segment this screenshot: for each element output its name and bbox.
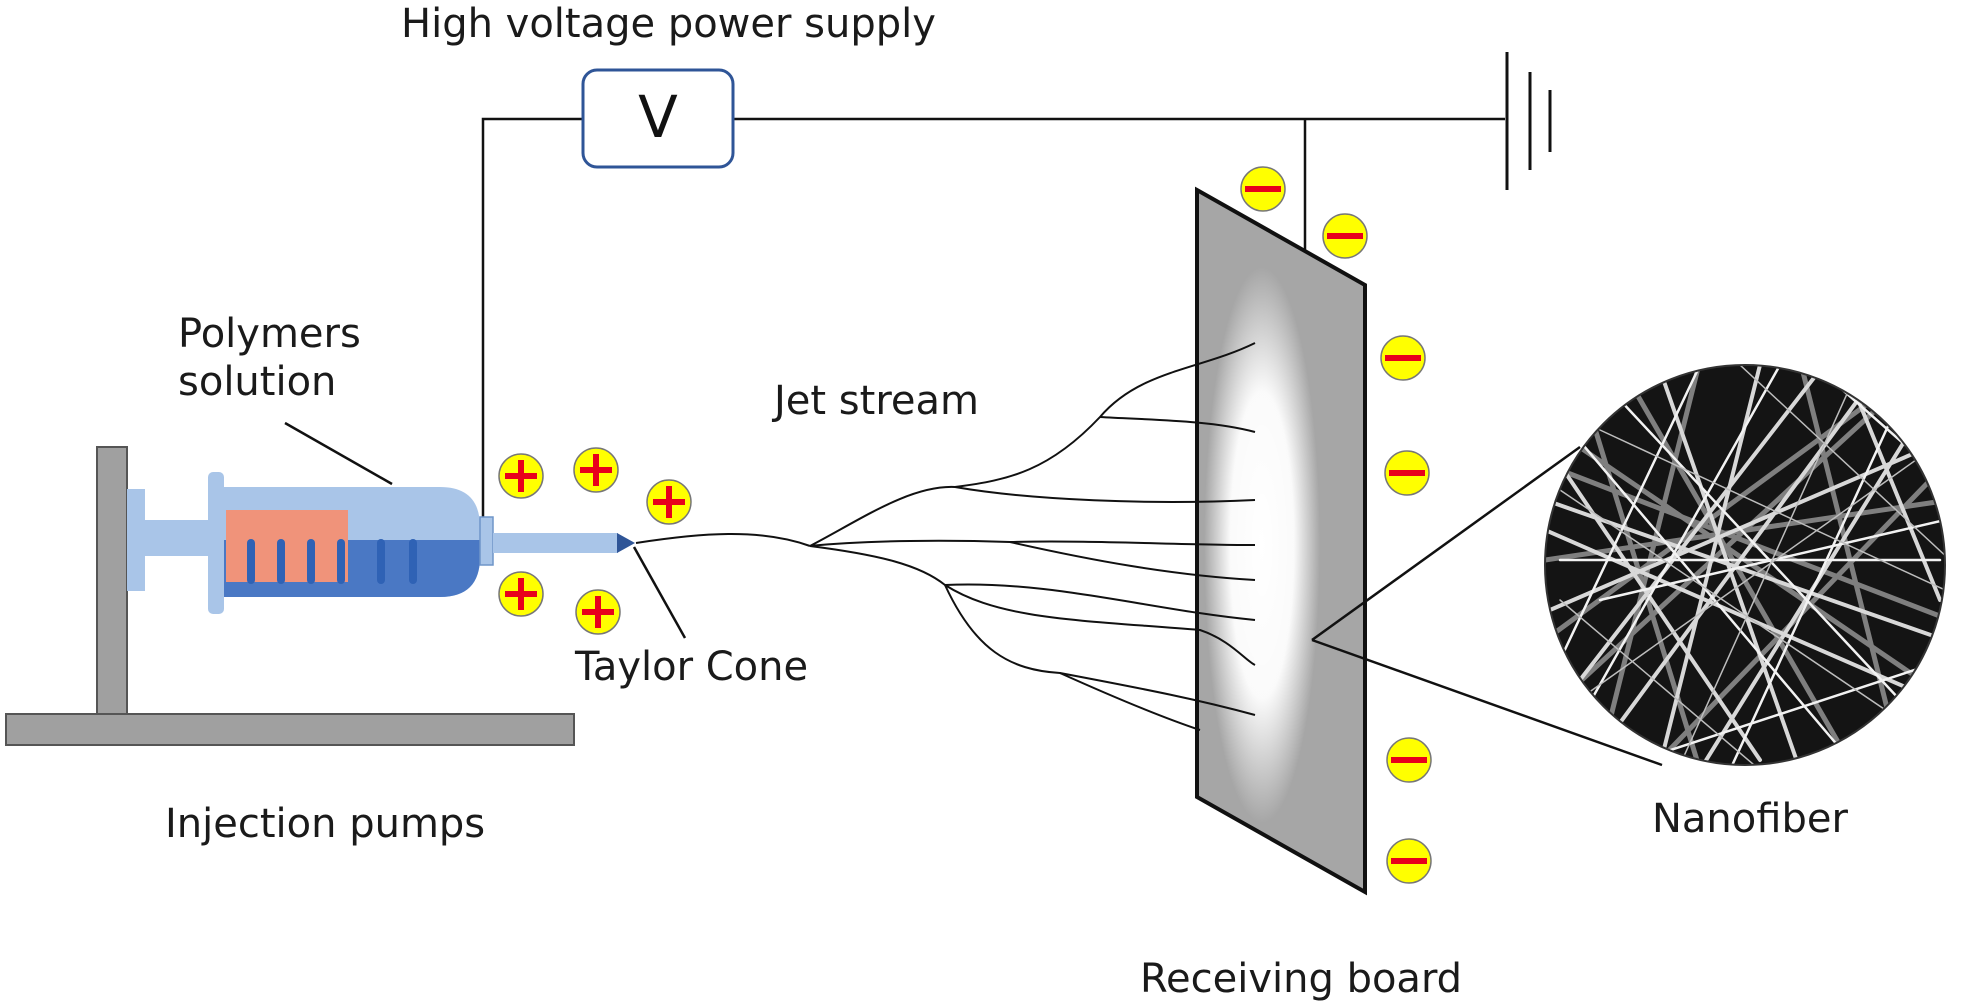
- polymer-solution-label: Polymers solution: [178, 311, 361, 405]
- nanofiber-micrograph: [1544, 364, 1946, 766]
- pump-base: [5, 713, 575, 746]
- negative-charge-icon: [1240, 166, 1286, 212]
- taylor-cone-label: Taylor Cone: [575, 644, 809, 690]
- syringe: [127, 472, 635, 614]
- magnifier-line-lower: [1311, 638, 1663, 767]
- negative-charge-icon: [1384, 450, 1430, 496]
- positive-charges: [498, 447, 692, 635]
- taylor-cone-pointer: [632, 546, 687, 639]
- circuit-wire: [481, 117, 1505, 519]
- syringe-tip: [479, 516, 494, 566]
- jet-stream: [635, 342, 1256, 731]
- ground-icon: [1505, 52, 1552, 190]
- negative-charges: [1240, 166, 1432, 884]
- positive-charge-icon: [573, 447, 619, 493]
- syringe-needle: [493, 533, 618, 553]
- injection-pumps-label: Injection pumps: [165, 801, 486, 847]
- voltmeter-box: [581, 68, 735, 169]
- polymer-solution-block: [226, 510, 348, 582]
- negative-charge-icon: [1322, 213, 1368, 259]
- syringe-graduations: [247, 539, 417, 584]
- voltmeter-symbol: V: [638, 83, 678, 151]
- negative-charge-icon: [1386, 838, 1432, 884]
- taylor-cone-tip: [617, 533, 635, 553]
- receiving-board-label: Receiving board: [1140, 956, 1463, 1002]
- negative-charge-icon: [1386, 737, 1432, 783]
- negative-charge-icon: [1380, 335, 1426, 381]
- positive-charge-icon: [646, 479, 692, 525]
- positive-charge-icon: [498, 571, 544, 617]
- polymer-label-pointer: [284, 421, 393, 486]
- pump-stand-post: [96, 446, 128, 715]
- syringe-flange: [208, 472, 224, 614]
- positive-charge-icon: [575, 589, 621, 635]
- nanofiber-label: Nanofiber: [1652, 796, 1848, 842]
- fiber-deposit-glow: [1204, 267, 1320, 823]
- positive-charge-icon: [498, 453, 544, 499]
- power-supply-label: High voltage power supply: [401, 1, 936, 47]
- jet-stream-label: Jet stream: [774, 378, 979, 424]
- syringe-plunger-handle: [127, 489, 145, 591]
- magnifier-line-upper: [1311, 445, 1581, 642]
